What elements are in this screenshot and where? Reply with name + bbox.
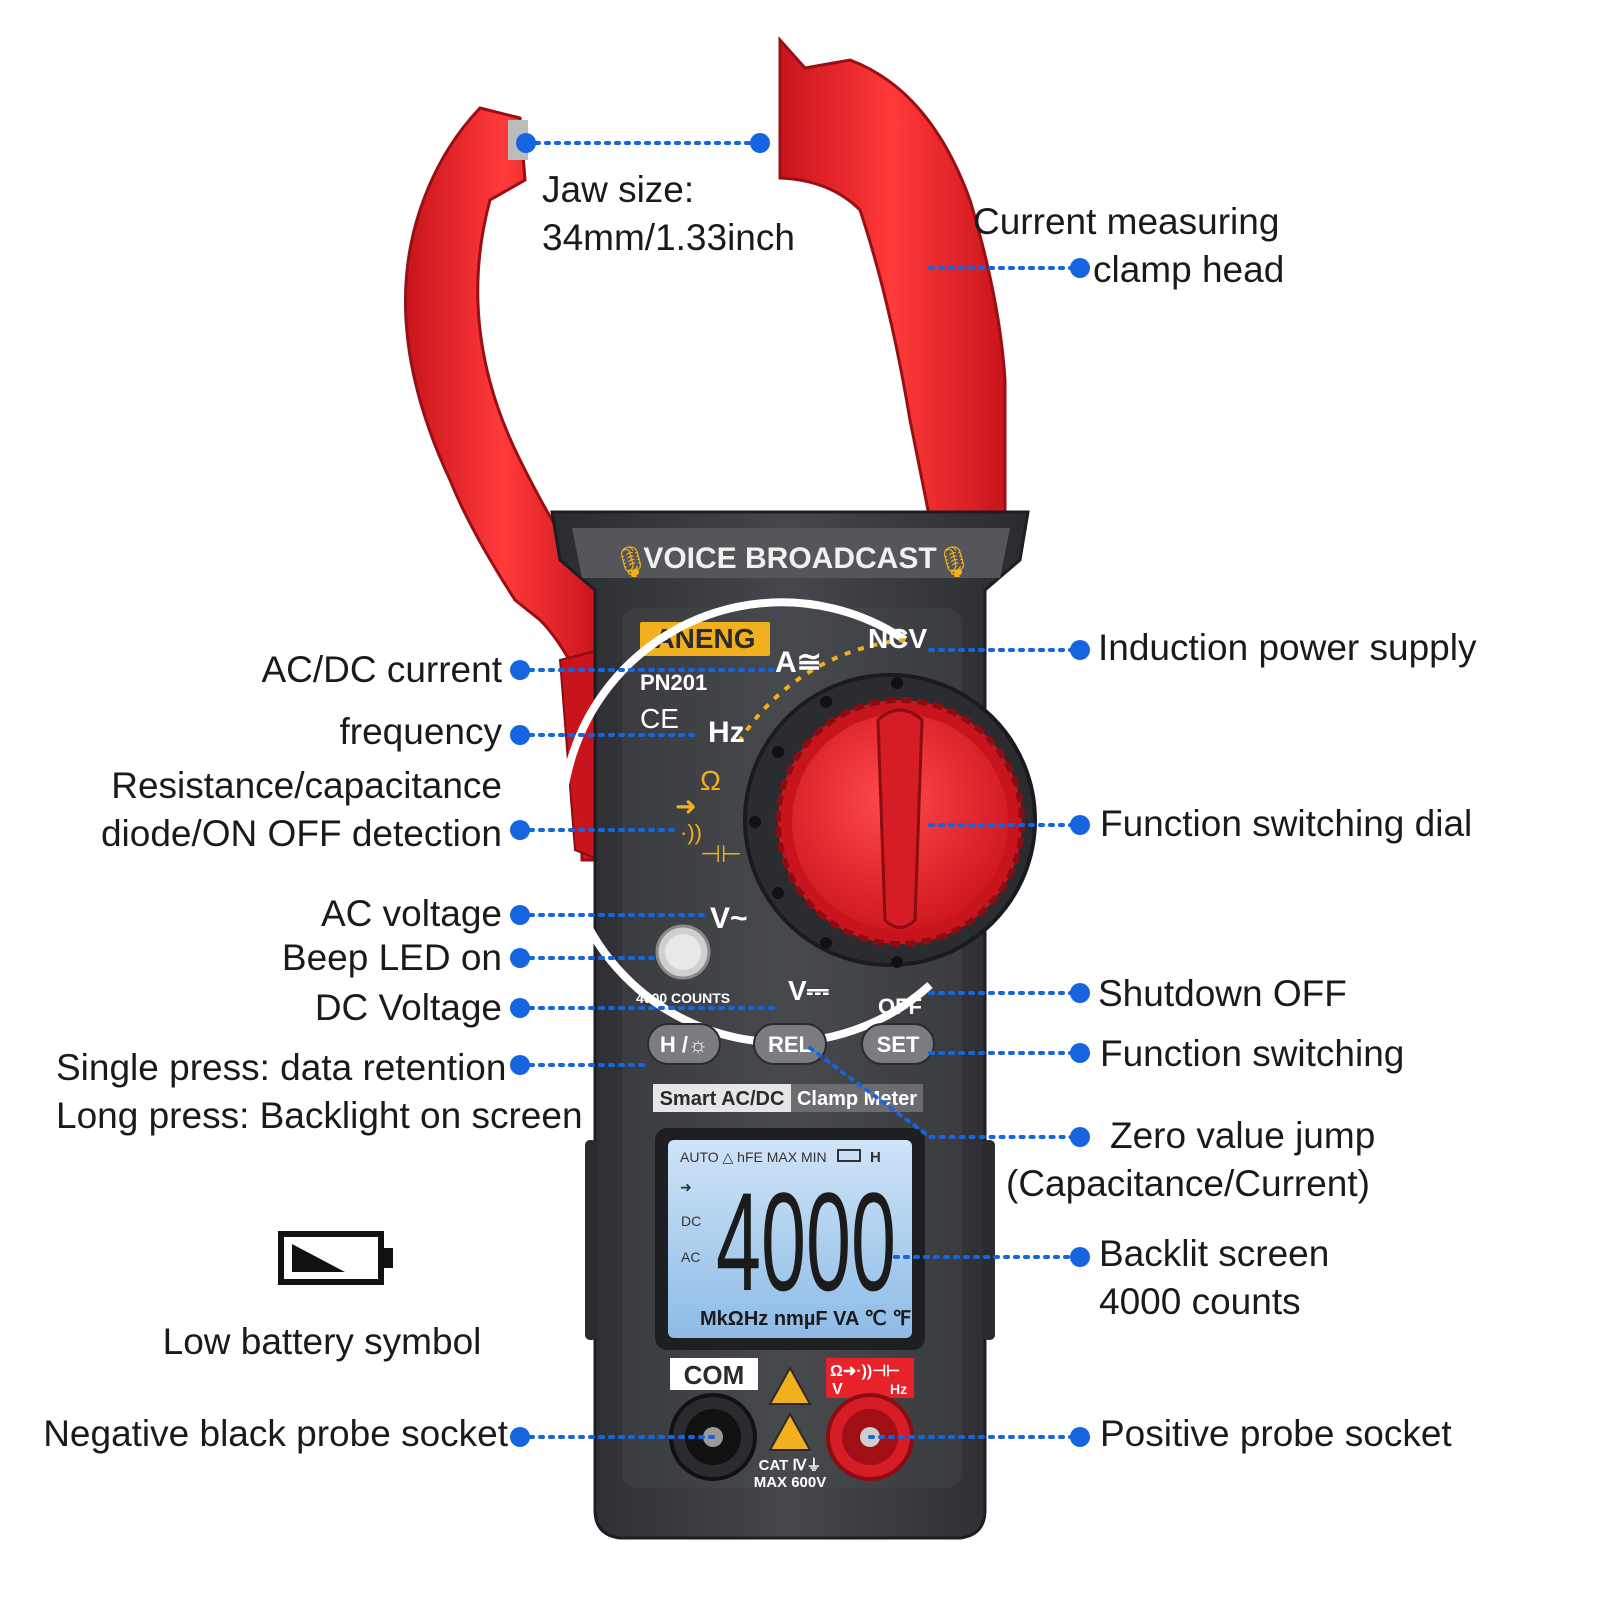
set-button[interactable]: SET [861, 1023, 935, 1065]
dial-label-hz: Hz [708, 716, 745, 749]
callout-beep: Beep LED on [281, 937, 502, 978]
lcd-reading: 4000 [716, 1163, 896, 1320]
brand-logo: ANENG [654, 623, 755, 654]
lcd-hold-flag: H [870, 1149, 881, 1166]
beep-led: 4000 COUNTS [636, 924, 730, 1006]
pos-socket-top-label: Ω➜·))⊣⊢ [830, 1363, 900, 1380]
rel-button[interactable]: REL [753, 1023, 827, 1065]
callout-ac-voltage: AC voltage [321, 893, 502, 934]
set-button-label: SET [877, 1032, 920, 1057]
socket-panel: COM CAT Ⅳ⏚ MAX 600V Ω➜·))⊣⊢ V Hz [670, 1358, 914, 1491]
dial-label-ncv: NCV [868, 623, 927, 654]
dial-label-vdc: V⎓ [788, 975, 829, 1006]
pos-socket-hz-label: Hz [890, 1381, 907, 1397]
callout-clamp-head-line2: clamp head [1093, 249, 1285, 290]
clamp-jaws [403, 36, 1007, 862]
banner-text: VOICE BROADCAST [643, 542, 936, 575]
dial-label-vac: V~ [710, 902, 748, 935]
counts-label: 4000 COUNTS [636, 990, 730, 1006]
model-number: PN201 [640, 670, 707, 695]
pos-socket-v-label: V [832, 1381, 843, 1398]
callout-negative-socket: Negative black probe socket [43, 1413, 508, 1454]
ce-mark: CE [640, 703, 679, 734]
cat-label: CAT Ⅳ⏚ [759, 1457, 822, 1474]
rel-button-label: REL [768, 1032, 812, 1057]
warning-icon-bottom [768, 1411, 812, 1451]
callout-low-battery: Low battery symbol [162, 1321, 482, 1362]
callout-induction: Induction power supply [1098, 627, 1477, 668]
lcd-dc-flag: DC [681, 1213, 701, 1229]
subtitle-left: Smart AC/DC [660, 1088, 785, 1110]
callout-acdc-current: AC/DC current [261, 649, 502, 690]
mic-icon-left: 🎙 [612, 546, 650, 579]
lcd-ac-flag: AC [681, 1249, 700, 1265]
lcd-top-row: AUTO △ hFE MAX MIN [680, 1149, 827, 1165]
lcd-units: MkΩHz nmµF VA ℃ ℉ [700, 1308, 911, 1330]
callout-backlit: Backlit screen 4000 counts [1099, 1230, 1329, 1326]
callout-resistance-line1: Resistance/capacitance [111, 765, 502, 806]
subtitle-right: Clamp Meter [797, 1088, 917, 1110]
leader-lines [518, 141, 1082, 1439]
callout-rel-button: Zero value jump (Capacitance/Current) [1006, 1112, 1375, 1208]
callout-backlit-line2: 4000 counts [1099, 1281, 1301, 1322]
hold-backlight-button[interactable]: H /☼ [647, 1023, 721, 1065]
leader-dots [510, 133, 1090, 1447]
callout-dial: Function switching dial [1100, 803, 1473, 844]
callout-positive-socket: Positive probe socket [1100, 1413, 1452, 1454]
callout-jaw-size: Jaw size: 34mm/1.33inch [542, 166, 795, 262]
callout-shutdown: Shutdown OFF [1098, 973, 1347, 1014]
callout-hold-line2: Long press: Backlight on screen [56, 1095, 583, 1136]
right-jaw [778, 36, 1007, 522]
callout-hold-button: Single press: data retention Long press:… [56, 1044, 583, 1140]
callout-jaw-size-line1: Jaw size: [542, 169, 695, 210]
com-label: COM [684, 1360, 745, 1390]
callout-rel-line1: Zero value jump [1110, 1115, 1376, 1156]
callout-clamp-head: Current measuring clamp head [973, 198, 1284, 294]
callout-resistance: Resistance/capacitance diode/ON OFF dete… [101, 762, 502, 858]
lcd-diode-flag: ➜ [680, 1179, 692, 1195]
model-strip: Smart AC/DC Clamp Meter [653, 1084, 923, 1112]
max-voltage-label: MAX 600V [754, 1474, 827, 1491]
dial-pointer [876, 708, 924, 929]
lcd-screen: AUTO △ hFE MAX MIN H ➜ DC AC 4000 MkΩHz … [655, 1128, 925, 1350]
low-battery-icon [278, 1231, 393, 1285]
callout-clamp-head-line1: Current measuring [973, 201, 1280, 242]
warning-icon-top [768, 1365, 812, 1405]
callout-dc-voltage: DC Voltage [314, 987, 502, 1028]
hold-button-label: H /☼ [660, 1032, 708, 1057]
capacitor-icon: ⊣⊢ [700, 841, 742, 868]
mic-icon-right: 🎙 [935, 546, 973, 579]
diode-icon: ➜ [675, 791, 697, 821]
callout-backlit-line1: Backlit screen [1099, 1233, 1330, 1274]
left-jaw [403, 106, 602, 862]
function-switching-dial[interactable] [775, 697, 1025, 947]
callout-rel-line2: (Capacitance/Current) [1006, 1163, 1370, 1204]
callout-set-button: Function switching [1100, 1033, 1405, 1074]
dial-label-amps: A≅ [775, 646, 822, 679]
dial-label-ohm: Ω [700, 765, 721, 796]
callout-frequency: frequency [339, 711, 503, 752]
callout-resistance-line2: diode/ON OFF detection [100, 813, 502, 854]
dial-label-off: OFF [878, 994, 922, 1019]
callout-jaw-size-line2: 34mm/1.33inch [542, 217, 795, 258]
buzzer-icon: ·)) [680, 820, 702, 845]
callout-hold-line1: Single press: data retention [56, 1047, 507, 1088]
voice-broadcast-banner: 🎙 VOICE BROADCAST 🎙 [612, 542, 973, 579]
